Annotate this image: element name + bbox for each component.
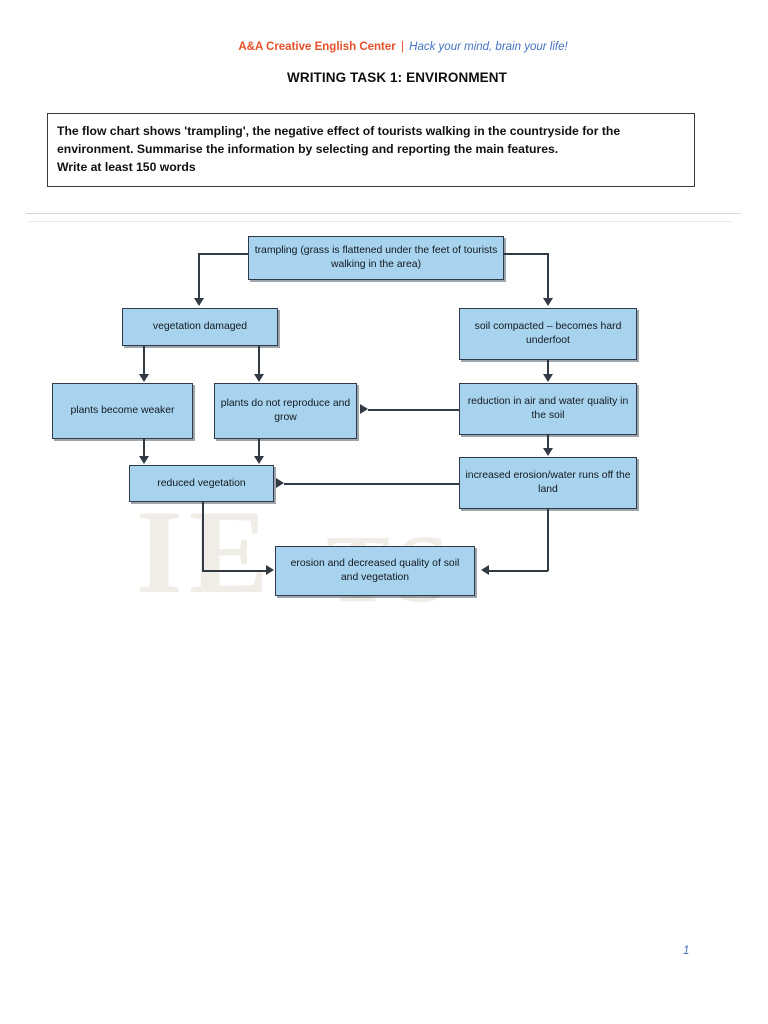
edge-vegdamaged-to-weaker-v: [143, 346, 145, 374]
header-tagline: Hack your mind, brain your life!: [409, 41, 568, 53]
flow-node-soil-compacted: soil compacted – becomes hard underfoot: [459, 308, 637, 360]
figure-top-rule: [26, 213, 741, 214]
page-title: WRITING TASK 1: ENVIRONMENT: [287, 70, 507, 85]
flow-node-erosion-decreased-quality: erosion and decreased quality of soil an…: [275, 546, 475, 596]
edge-vegdamaged-to-noreprod-v: [258, 346, 260, 374]
task-prompt-box: The flow chart shows 'trampling', the ne…: [47, 113, 695, 187]
edge-reduction-to-noreprod-h: [368, 409, 459, 411]
page-number: 1: [683, 945, 690, 957]
document-header: A&A Creative English Center | Hack your …: [0, 41, 768, 53]
task-word-count-text: Write at least 150 words: [57, 160, 196, 175]
arrowhead-reducedveg-side-in: [276, 478, 284, 488]
arrowhead-vegdamaged-in: [194, 298, 204, 306]
flow-node-reduction-air-water-quality: reduction in air and water quality in th…: [459, 383, 637, 435]
arrowhead-reduction-in: [543, 374, 553, 382]
edge-reducedveg-to-finalstate-v: [202, 502, 204, 571]
scan-watermark: IE: [136, 485, 275, 618]
edge-trampling-to-soilcomp-h: [502, 253, 549, 255]
flow-node-trampling: trampling (grass is flattened under the …: [248, 236, 504, 280]
edge-trampling-to-soilcomp-v: [547, 253, 549, 298]
task-prompt-text: The flow chart shows 'trampling', the ne…: [57, 124, 621, 157]
arrowhead-reducedveg-in-left: [139, 456, 149, 464]
arrowhead-erosionwat-in: [543, 448, 553, 456]
edge-erosionwat-to-finalstate-h: [488, 570, 548, 572]
edge-erosionwat-to-reducedveg-h: [284, 483, 459, 485]
edge-erosionwat-to-finalstate-v: [547, 509, 549, 571]
arrowhead-soilcomp-in: [543, 298, 553, 306]
edge-reducedveg-to-finalstate-h: [202, 570, 267, 572]
flow-node-plants-become-weaker: plants become weaker: [52, 383, 193, 439]
flow-node-vegetation-damaged: vegetation damaged: [122, 308, 278, 346]
edge-reduction-to-erosionwat-v: [547, 435, 549, 449]
flow-node-plants-do-not-reproduce: plants do not reproduce and grow: [214, 383, 357, 439]
flow-node-increased-erosion: increased erosion/water runs off the lan…: [459, 457, 637, 509]
flowchart-figure: IE TS trampling (grass is flattened unde…: [26, 213, 741, 622]
arrowhead-noreprod-in: [254, 374, 264, 382]
header-separator: |: [400, 41, 404, 53]
arrowhead-noreprod-side-in: [360, 404, 368, 414]
arrowhead-weaker-in: [139, 374, 149, 382]
edge-trampling-to-vegdamaged-h: [198, 253, 250, 255]
edge-noreprod-to-reducedveg-v: [258, 439, 260, 456]
arrowhead-reducedveg-in-right: [254, 456, 264, 464]
header-brand: A&A Creative English Center: [238, 41, 396, 53]
arrowhead-finalstate-in-right: [481, 565, 489, 575]
edge-trampling-to-vegdamaged-v: [198, 253, 200, 298]
edge-weaker-to-reducedveg-v: [143, 439, 145, 456]
edge-soilcomp-to-reduction-v: [547, 360, 549, 375]
flow-node-reduced-vegetation: reduced vegetation: [129, 465, 274, 502]
figure-top-rule-secondary: [28, 221, 732, 222]
arrowhead-finalstate-in-left: [266, 565, 274, 575]
